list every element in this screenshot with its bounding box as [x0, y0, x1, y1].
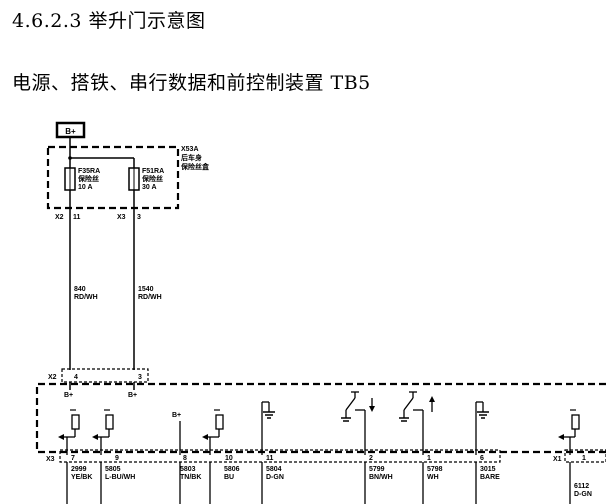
bottom-pin-6: 6 — [480, 455, 484, 462]
module-input-bplus-1: B+ — [64, 392, 73, 399]
bottom-conn-x3: X3 — [46, 456, 55, 463]
switch-symbol-pin-1 — [399, 391, 435, 455]
ground-symbol-pin-6 — [475, 401, 489, 455]
fuse-f35ra-id: F35RA — [78, 168, 100, 175]
module-bottom-connector-x1 — [564, 449, 606, 463]
wire-1540-circuit: 1540 — [138, 286, 154, 293]
bottom-pin-1: 1 — [427, 455, 431, 462]
wire-5803-color: TN/BK — [180, 474, 201, 481]
fuse-f51ra-rating: 30 A — [142, 184, 157, 191]
section-title: 4.6.2.3 举升门示意图 — [12, 10, 206, 32]
wire-6112-color: D-GN — [574, 491, 592, 498]
driver-circuit-7 — [58, 409, 80, 455]
fuse-block-id: X53A — [181, 146, 199, 153]
subsection-title: 电源、搭铁、串行数据和前控制装置 TB5 — [12, 72, 371, 94]
bottom-pin-10: 10 — [225, 455, 233, 462]
wire-5799-circuit: 5799 — [369, 466, 385, 473]
wire-5804-circuit: 5804 — [266, 466, 282, 473]
wire-2999-circuit: 2999 — [71, 466, 87, 473]
wire-5805-color: L-BU/WH — [105, 474, 135, 481]
wire-5806-circuit: 5806 — [224, 466, 240, 473]
wire-5798-circuit: 5798 — [427, 466, 443, 473]
wire-5804-color: D-GN — [266, 474, 284, 481]
wire-5805-circuit: 5805 — [105, 466, 121, 473]
fuse-block-conn-x3: X3 — [117, 214, 126, 221]
switch-symbol-pin-2 — [341, 391, 375, 455]
bottom-pin-8: 8 — [183, 455, 187, 462]
module-bplus-ref: B+ — [172, 412, 181, 419]
fuse-block-pin-11: 11 — [73, 214, 81, 221]
fuse-block-name-line2: 保险丝盒 — [180, 162, 210, 171]
wire-6112-circuit: 6112 — [574, 483, 589, 490]
driver-circuit-x1-1 — [558, 409, 580, 455]
bottom-pin-x1-1: 1 — [582, 455, 586, 462]
module-input-bplus-2: B+ — [128, 392, 137, 399]
bottom-pin-7: 7 — [71, 455, 75, 462]
wire-840-color: RD/WH — [74, 294, 98, 301]
bottom-pin-2: 2 — [369, 455, 373, 462]
module-input-pin-4: 4 — [74, 374, 78, 381]
wire-5806-color: BU — [224, 474, 234, 481]
wire-1540-color: RD/WH — [138, 294, 162, 301]
wire-5803-circuit: 5803 — [180, 466, 196, 473]
bottom-conn-x1: X1 — [553, 456, 562, 463]
wire-5799-color: BN/WH — [369, 474, 393, 481]
bottom-pin-11: 11 — [266, 455, 274, 462]
fuse-f35ra-rating: 10 A — [78, 184, 93, 191]
bottom-pin-9: 9 — [115, 455, 119, 462]
wire-5798-color: WH — [427, 474, 439, 481]
module-bottom-connector-x3 — [59, 449, 501, 463]
module-outline — [35, 382, 606, 454]
wire-3015-circuit: 3015 — [480, 466, 496, 473]
module-input-connector — [61, 368, 149, 383]
fuse-f51ra-name: 保险丝 — [141, 174, 163, 183]
fuse-block-outline — [46, 145, 180, 210]
power-source-label: B+ — [65, 127, 76, 136]
fuse-f35ra-name: 保险丝 — [77, 174, 99, 183]
fuse-block-name-line1: 后车身 — [181, 153, 202, 162]
fuse-block-pin-3: 3 — [137, 214, 141, 221]
fuse-block-conn-x2: X2 — [55, 214, 64, 221]
driver-circuit-9 — [92, 409, 114, 455]
driver-circuit-10 — [202, 409, 224, 455]
wire-840-circuit: 840 — [74, 286, 86, 293]
module-input-conn-x2: X2 — [48, 374, 57, 381]
wire-3015-color: BARE — [480, 474, 500, 481]
fuse-f51ra-id: F51RA — [142, 168, 164, 175]
module-input-pin-3: 3 — [138, 374, 142, 381]
wire-2999-color: YE/BK — [71, 474, 92, 481]
ground-symbol-pin-11 — [261, 401, 275, 455]
